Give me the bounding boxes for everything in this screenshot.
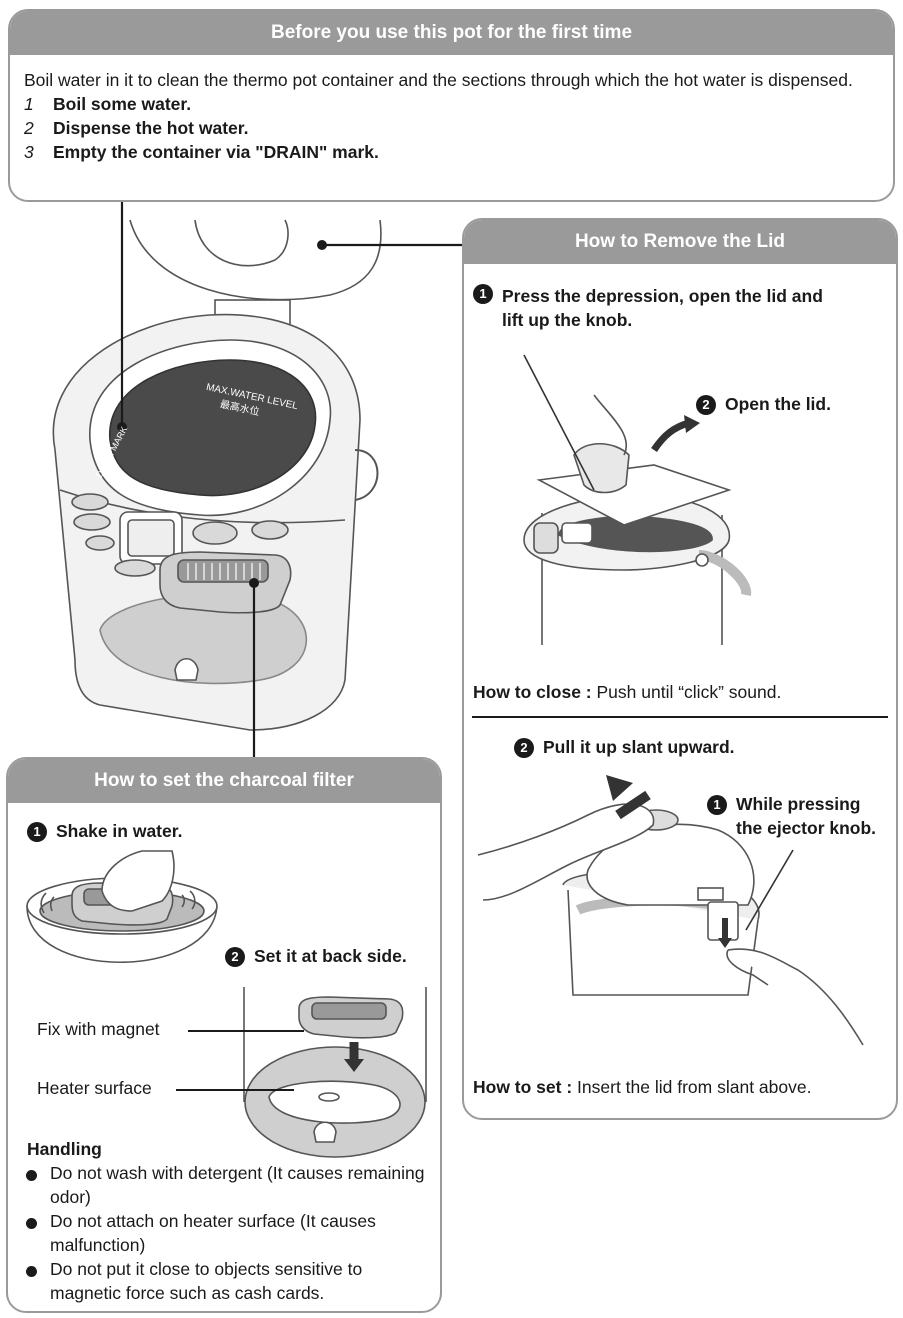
press-step: 1 While pressing the ejector knob. [707, 792, 876, 840]
step-text: Boil some water. [53, 94, 192, 114]
handling-list: Do not wash with detergent (It causes re… [22, 1161, 432, 1305]
step-text: While pressing [736, 794, 861, 814]
set-filter-illustration [243, 987, 427, 1158]
bullet-icon [26, 1266, 37, 1277]
step-text-continued: the ejector knob. [736, 818, 877, 838]
step-badge: 1 [27, 822, 47, 842]
open-lid-illustration [523, 354, 752, 645]
filter-step-1: 1 Shake in water. [27, 819, 182, 843]
first-use-step: 1 Boil some water. [24, 92, 879, 116]
bullet-icon [26, 1170, 37, 1181]
step-number: 2 [24, 118, 34, 138]
shake-in-water-illustration [26, 850, 218, 963]
remove-lid-panel: How to Remove the Lid 1 Press the depres… [462, 218, 898, 1120]
pull-step: 2 Pull it up slant upward. [514, 735, 735, 759]
remove-lid-title: How to Remove the Lid [464, 220, 896, 264]
charcoal-filter-panel: How to set the charcoal filter 1 Shake in… [6, 757, 442, 1313]
bullet-icon [26, 1218, 37, 1229]
first-use-intro: Boil water in it to clean the thermo pot… [24, 70, 853, 90]
step-text: Set it at back side. [254, 946, 407, 966]
step-badge: 2 [225, 947, 245, 967]
lid-step-2: 2 Open the lid. [696, 392, 831, 416]
list-item: Do not put it close to objects sensitive… [22, 1257, 432, 1305]
how-to-close-text: Push until “click” sound. [596, 682, 782, 702]
step-text: Pull it up slant upward. [543, 737, 735, 757]
how-to-close-label: How to close : [473, 682, 592, 702]
step-number: 3 [24, 142, 34, 162]
how-to-set-text: Insert the lid from slant above. [577, 1077, 812, 1097]
list-item-text: Do not wash with detergent (It causes re… [50, 1163, 425, 1207]
callout-fix-with-magnet: Fix with magnet [37, 1019, 160, 1039]
callout-line [188, 1030, 304, 1032]
callout-heater-surface: Heater surface [37, 1078, 152, 1098]
list-item: Do not attach on heater surface (It caus… [22, 1209, 432, 1257]
how-to-set: How to set : Insert the lid from slant a… [473, 1075, 811, 1099]
list-item-text: Do not put it close to objects sensitive… [50, 1259, 363, 1303]
handling-title: Handling [27, 1139, 102, 1159]
how-to-close: How to close : Push until “click” sound. [473, 680, 781, 704]
callout-line [176, 1089, 294, 1091]
first-use-step: 2 Dispense the hot water. [24, 116, 879, 140]
remove-lid-illustration [477, 775, 864, 1046]
step-text: Open the lid. [725, 394, 831, 414]
step-badge: 1 [473, 284, 493, 304]
lid-step-1: 1 Press the depression, open the lid and… [473, 284, 883, 332]
list-item-text: Do not attach on heater surface (It caus… [50, 1211, 376, 1255]
step-text: Press the depression, open the lid and l… [502, 286, 823, 330]
step-text: Empty the container via "DRAIN" mark. [53, 142, 379, 162]
step-text: Shake in water. [56, 821, 183, 841]
step-badge: 1 [707, 795, 727, 815]
step-text: Dispense the hot water. [53, 118, 249, 138]
section-divider [472, 716, 888, 718]
step-number: 1 [24, 94, 34, 114]
first-use-panel: Before you use this pot for the first ti… [8, 9, 895, 202]
how-to-set-label: How to set : [473, 1077, 573, 1097]
filter-step-2: 2 Set it at back side. [225, 944, 407, 968]
charcoal-filter-title: How to set the charcoal filter [8, 759, 440, 803]
step-badge: 2 [696, 395, 716, 415]
list-item: Do not wash with detergent (It causes re… [22, 1161, 432, 1209]
first-use-step: 3 Empty the container via "DRAIN" mark. [24, 140, 879, 164]
thermo-pot-illustration: MAX.WATER LEVEL 最高水位 DRAIN MARK [52, 202, 462, 757]
step-badge: 2 [514, 738, 534, 758]
first-use-title: Before you use this pot for the first ti… [10, 11, 893, 55]
